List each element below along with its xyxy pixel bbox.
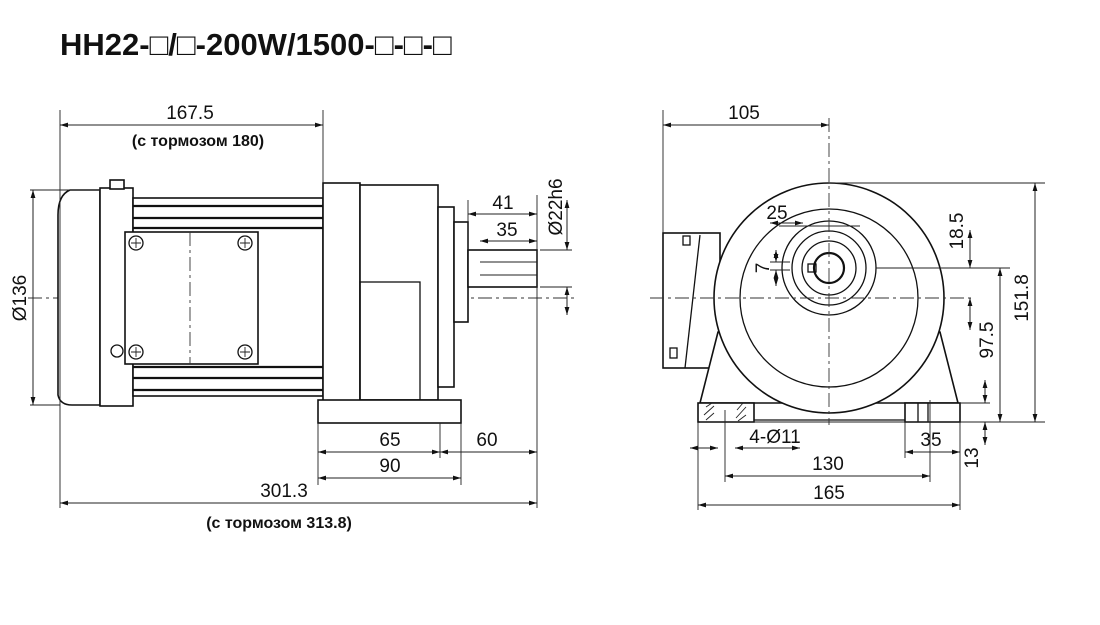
dim-130: 130 (812, 454, 844, 475)
front-view (650, 110, 1045, 510)
dim-301-3: 301.3 (260, 481, 308, 502)
dim-60: 60 (476, 430, 497, 451)
dim-7: 7 (753, 263, 774, 274)
dim-65: 65 (379, 430, 400, 451)
dim-13: 13 (962, 447, 983, 468)
dim-holes: 4-Ø11 (749, 427, 800, 448)
dim-97-5: 97.5 (977, 322, 998, 359)
dim-41: 41 (492, 193, 513, 214)
dim-90: 90 (379, 456, 400, 477)
model-title: HH22-□/□-200W/1500-□-□-□ (60, 27, 452, 62)
dim-foot-35: 35 (920, 430, 941, 451)
dim-shaft-diameter: Ø22h6 (546, 178, 567, 235)
dim-25: 25 (766, 203, 787, 224)
dim-18-5: 18.5 (947, 213, 968, 250)
dim-35: 35 (496, 220, 517, 241)
dim-105: 105 (728, 103, 760, 124)
screw-icon (110, 235, 253, 360)
dim-diameter-136: Ø136 (10, 275, 31, 321)
dim-167-5: 167.5 (166, 103, 214, 124)
dim-151-8: 151.8 (1012, 274, 1033, 322)
dim-165: 165 (813, 483, 845, 504)
side-view (28, 110, 578, 508)
dim-brake-313-8: (с тормозом 313.8) (206, 515, 352, 532)
dim-brake-180: (с тормозом 180) (132, 133, 264, 150)
